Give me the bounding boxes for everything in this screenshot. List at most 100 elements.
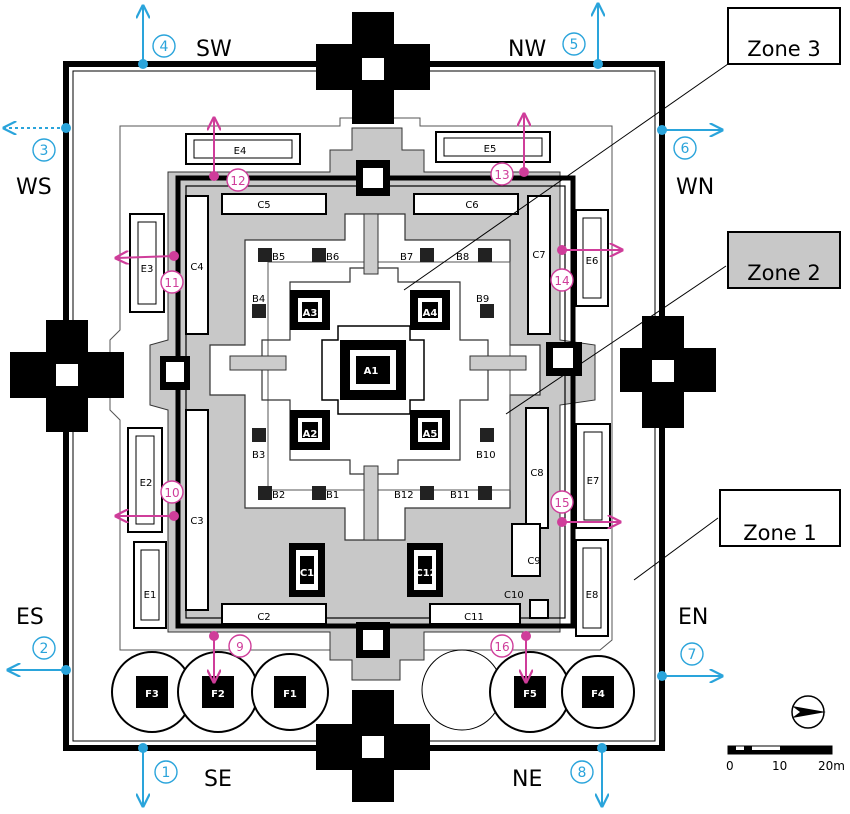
label-d2: D2 bbox=[167, 370, 182, 381]
marker-3 bbox=[32, 138, 56, 162]
marker-7 bbox=[680, 642, 704, 666]
stairs bbox=[229, 213, 527, 541]
label-e7: E7 bbox=[587, 476, 600, 487]
zone-2-label: Zone 2 bbox=[747, 261, 821, 285]
label-f5: F5 bbox=[523, 689, 537, 700]
label-e6: E6 bbox=[586, 256, 599, 267]
scale-tick-10: 10 bbox=[772, 759, 787, 773]
label-c9: C9 bbox=[527, 556, 540, 567]
inner-points bbox=[116, 114, 622, 682]
marker-8 bbox=[570, 760, 594, 784]
label-a4: A4 bbox=[423, 308, 438, 319]
marker-5-label: 5 bbox=[570, 37, 579, 53]
label-c8: C8 bbox=[530, 468, 543, 479]
marker-10 bbox=[160, 480, 184, 504]
label-f2: F2 bbox=[211, 689, 225, 700]
label-b11: B11 bbox=[450, 490, 470, 501]
direction-se: SE bbox=[204, 767, 232, 792]
direction-es: ES bbox=[16, 605, 44, 630]
label-b5: B5 bbox=[272, 252, 285, 263]
zone-3-box bbox=[727, 7, 841, 65]
label-g4: G4 bbox=[655, 368, 670, 379]
label-c6: C6 bbox=[465, 200, 478, 211]
label-g1: G1 bbox=[365, 744, 380, 755]
label-b12: B12 bbox=[394, 490, 414, 501]
marker-6-label: 6 bbox=[681, 141, 690, 157]
halls-c bbox=[185, 193, 551, 625]
marker-13 bbox=[490, 162, 514, 186]
zone-callouts: Zone 3 Zone 2 Zone 1 bbox=[403, 7, 841, 581]
label-b8: B8 bbox=[456, 252, 469, 263]
label-c12: C12 bbox=[415, 568, 436, 579]
scale-tick-20m: 20m bbox=[818, 759, 845, 773]
north-arrow-icon bbox=[791, 695, 826, 729]
label-e2: E2 bbox=[140, 478, 153, 489]
label-b10: B10 bbox=[476, 450, 496, 461]
label-e1: E1 bbox=[144, 590, 157, 601]
marker-5 bbox=[562, 32, 586, 56]
label-a3: A3 bbox=[303, 308, 318, 319]
direction-en: EN bbox=[678, 605, 708, 630]
label-g2: G2 bbox=[59, 372, 74, 383]
halls-e bbox=[127, 131, 611, 637]
marker-15 bbox=[550, 490, 574, 514]
marker-2-label: 2 bbox=[40, 641, 49, 657]
zone-3-label: Zone 3 bbox=[747, 37, 821, 61]
marker-12-label: 12 bbox=[230, 174, 245, 188]
direction-sw: SW bbox=[196, 37, 232, 62]
scale-bar: 0 10 20m bbox=[726, 745, 845, 773]
label-c10: C10 bbox=[504, 590, 524, 601]
marker-11-label: 11 bbox=[164, 276, 179, 290]
shrines-b bbox=[252, 248, 494, 500]
label-f3: F3 bbox=[145, 689, 159, 700]
label-d3: D3 bbox=[365, 174, 380, 185]
building-labels: A1 A2 A3 A4 A5 B1 B2 B3 B4 B5 B6 B7 B8 B… bbox=[59, 66, 670, 755]
direction-labels: SW NW WS WN ES EN SE NE bbox=[16, 37, 714, 792]
label-f1: F1 bbox=[283, 689, 297, 700]
label-c2: C2 bbox=[257, 612, 270, 623]
marker-4-label: 4 bbox=[160, 39, 169, 55]
towers-f bbox=[111, 649, 635, 733]
towers-a bbox=[290, 290, 450, 450]
marker-9 bbox=[228, 634, 252, 658]
zone-1-box bbox=[719, 489, 841, 547]
label-c11: C11 bbox=[464, 612, 484, 623]
label-f4: F4 bbox=[591, 689, 605, 700]
marker-16 bbox=[490, 634, 514, 658]
marker-3-label: 3 bbox=[40, 143, 49, 159]
zone-2-box bbox=[727, 231, 841, 289]
direction-ne: NE bbox=[512, 767, 542, 792]
label-e8: E8 bbox=[586, 590, 599, 601]
label-c5: C5 bbox=[257, 200, 270, 211]
label-b3: B3 bbox=[252, 450, 265, 461]
marker-7-label: 7 bbox=[688, 647, 697, 663]
label-b6: B6 bbox=[326, 252, 339, 263]
label-e3: E3 bbox=[141, 264, 154, 275]
label-b7: B7 bbox=[400, 252, 413, 263]
direction-wn: WN bbox=[676, 175, 714, 200]
label-c1: C1 bbox=[300, 568, 314, 579]
marker-16-label: 16 bbox=[494, 640, 509, 654]
direction-ws: WS bbox=[16, 175, 52, 200]
marker-6 bbox=[673, 136, 697, 160]
marker-14-label: 14 bbox=[554, 274, 569, 288]
marker-1-label: 1 bbox=[162, 765, 171, 781]
marker-1 bbox=[154, 760, 178, 784]
label-e5: E5 bbox=[484, 144, 497, 155]
marker-4 bbox=[152, 34, 176, 58]
label-d1: D1 bbox=[365, 638, 380, 649]
marker-12 bbox=[226, 168, 250, 192]
label-a2: A2 bbox=[303, 429, 318, 440]
marker-10-label: 10 bbox=[164, 486, 179, 500]
label-b4: B4 bbox=[252, 294, 265, 305]
label-c7: C7 bbox=[532, 250, 545, 261]
label-g3: G3 bbox=[365, 66, 380, 77]
marker-9-label: 9 bbox=[236, 640, 244, 654]
label-a5: A5 bbox=[423, 429, 438, 440]
marker-13-label: 13 bbox=[494, 168, 509, 182]
marker-2 bbox=[32, 636, 56, 660]
label-a1: A1 bbox=[364, 366, 379, 377]
marker-8-label: 8 bbox=[578, 765, 587, 781]
marker-14 bbox=[550, 268, 574, 292]
